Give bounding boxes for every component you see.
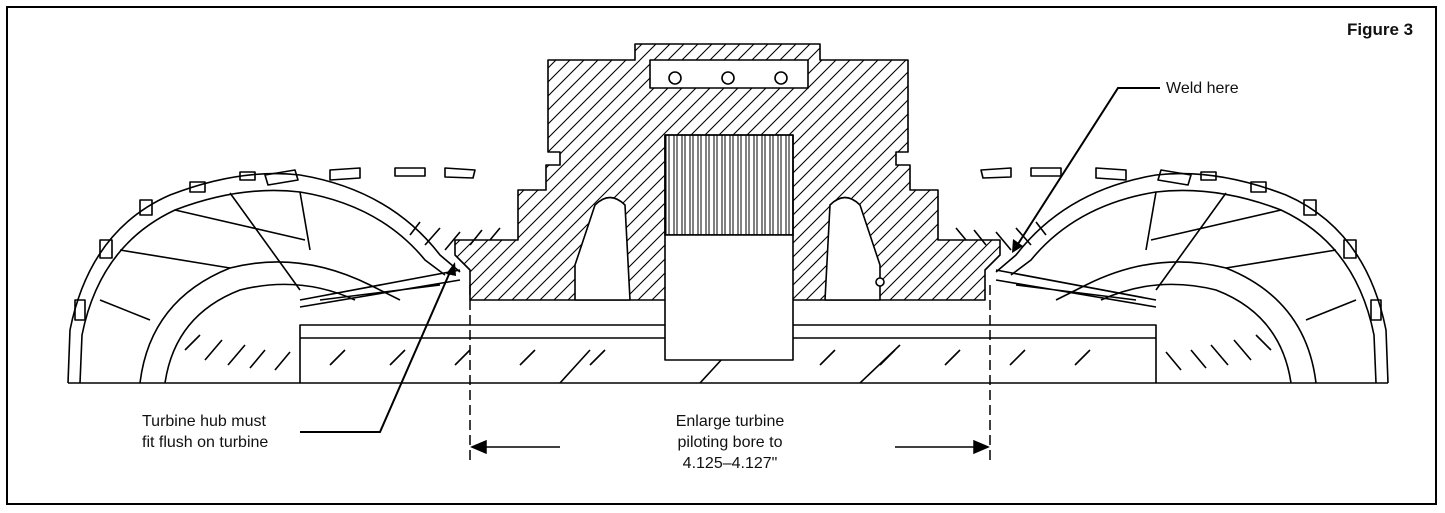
dimension-arrow-left (470, 439, 487, 455)
right-torus-core (1055, 261, 1317, 384)
left-torus-core (139, 261, 401, 384)
hub-callout-line2: fit flush on turbine (142, 434, 269, 451)
bore-callout: Enlarge turbine piloting bore to 4.125–4… (620, 411, 840, 474)
figure-label: Figure 3 (1347, 20, 1414, 39)
hub-callout: Turbine hub must fit flush on turbine (142, 411, 302, 453)
bore-callout-line2: piloting bore to (677, 434, 783, 451)
weld-callout: Weld here (1166, 80, 1239, 97)
bore-callout-line3: 4.125–4.127" (682, 455, 778, 472)
hub-leader (300, 271, 451, 433)
hub-callout-line1: Turbine hub must (142, 413, 266, 430)
left-torus-shell (67, 172, 461, 384)
bore-callout-line1: Enlarge turbine (675, 413, 785, 430)
right-torus-shell (995, 172, 1389, 384)
weld-leader (1017, 87, 1160, 245)
dimension-arrow-right (973, 439, 990, 455)
